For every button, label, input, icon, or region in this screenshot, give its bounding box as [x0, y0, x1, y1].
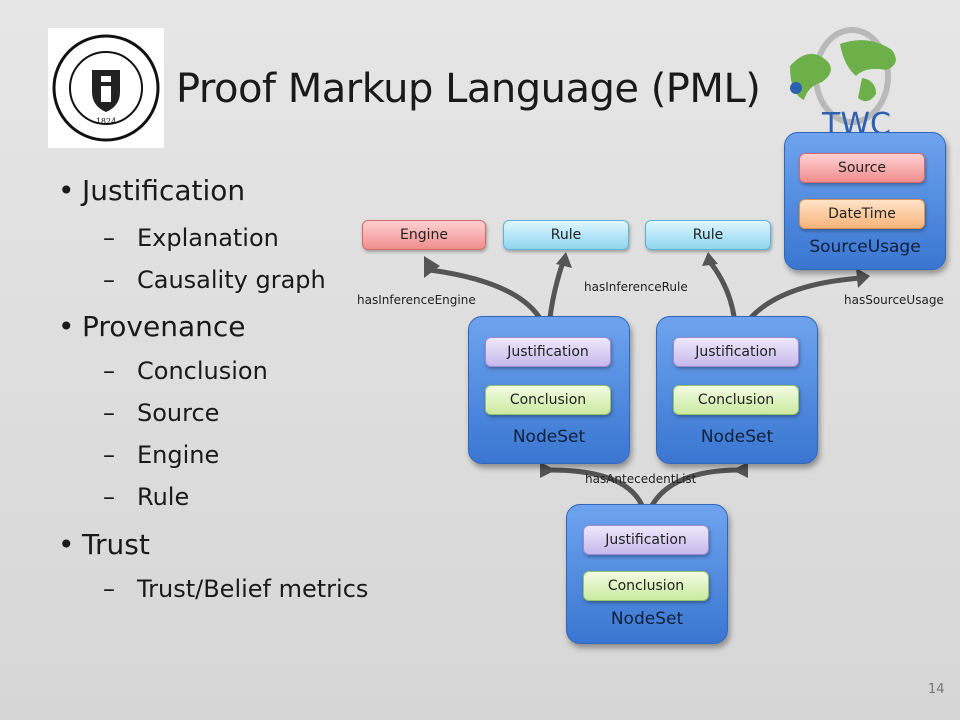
arrowhead-inference-rule-right — [702, 252, 718, 266]
slide-title: Proof Markup Language (PML) — [176, 66, 761, 112]
sub-bullet-trust-belief-metrics: –Trust/Belief metrics — [103, 575, 369, 603]
rule-box-right: Rule — [645, 220, 771, 250]
label-has-antecedent-list: hasAntecedentList — [585, 472, 697, 486]
sub-bullet-causality-graph: –Causality graph — [103, 266, 326, 294]
rule-box-left: Rule — [503, 220, 629, 250]
arrowhead-source-usage — [856, 268, 870, 288]
seal-year: 1824 — [96, 117, 116, 126]
nodeset-label: NodeSet — [512, 427, 586, 447]
label-has-inference-engine: hasInferenceEngine — [357, 293, 476, 307]
justification-box: Justification — [485, 337, 611, 367]
sub-bullet-engine: –Engine — [103, 441, 220, 469]
sub-bullet-label: Engine — [137, 441, 220, 469]
sub-bullet-rule: –Rule — [103, 483, 190, 511]
sub-bullet-label: Trust/Belief metrics — [137, 575, 369, 603]
source-box: Source — [799, 153, 925, 183]
sourceusage-group: Source DateTime SourceUsage — [784, 132, 946, 270]
bullet-label: Provenance — [82, 310, 246, 343]
sub-bullet-source: –Source — [103, 399, 220, 427]
nodeset-label: NodeSet — [700, 427, 774, 447]
justification-box: Justification — [583, 525, 709, 555]
arrowhead-inference-rule-left — [556, 252, 572, 268]
label-has-inference-rule: hasInferenceRule — [584, 280, 688, 294]
conclusion-box: Conclusion — [583, 571, 709, 601]
bullet-justification: •Justification — [58, 174, 246, 207]
bullet-label: Justification — [82, 174, 246, 207]
engine-box: Engine — [362, 220, 486, 250]
sourceusage-label: SourceUsage — [809, 237, 921, 257]
arrowhead-inference-engine — [424, 256, 440, 278]
rpi-seal-logo: 1824 — [48, 28, 164, 148]
nodeset-label: NodeSet — [610, 609, 684, 629]
sub-bullet-label: Rule — [137, 483, 190, 511]
datetime-box: DateTime — [799, 199, 925, 229]
nodeset-bottom: Justification Conclusion NodeSet — [566, 504, 728, 644]
nodeset-middle-right: Justification Conclusion NodeSet — [656, 316, 818, 464]
bullet-trust: •Trust — [58, 528, 150, 561]
bullet-provenance: •Provenance — [58, 310, 246, 343]
arrowhead-antecedent-left — [540, 462, 556, 478]
sub-bullet-conclusion: –Conclusion — [103, 357, 268, 385]
arrowhead-antecedent-right — [732, 462, 748, 478]
sub-bullet-label: Causality graph — [137, 266, 326, 294]
sub-bullet-explanation: –Explanation — [103, 224, 279, 252]
label-has-source-usage: hasSourceUsage — [844, 293, 944, 307]
nodeset-middle-left: Justification Conclusion NodeSet — [468, 316, 630, 464]
conclusion-box: Conclusion — [485, 385, 611, 415]
sub-bullet-label: Explanation — [137, 224, 279, 252]
bullet-label: Trust — [82, 528, 150, 561]
justification-box: Justification — [673, 337, 799, 367]
conclusion-box: Conclusion — [673, 385, 799, 415]
page-number: 14 — [928, 682, 945, 697]
sub-bullet-label: Source — [137, 399, 220, 427]
sub-bullet-label: Conclusion — [137, 357, 268, 385]
